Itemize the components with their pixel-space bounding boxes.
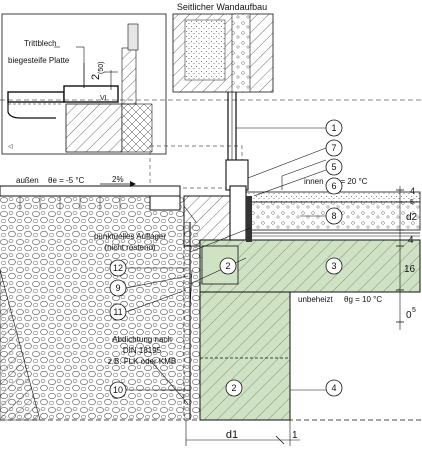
callout-8-label: 8 [331, 211, 336, 221]
unheated-label: unbeheizt [298, 295, 333, 304]
callout-11-label: 11 [113, 307, 122, 317]
inside-temp: θi = 20 °C [332, 177, 368, 186]
callout-7-label: 7 [331, 143, 336, 153]
dim-right-6: 5 [412, 307, 416, 314]
callout-7: 7 [325, 139, 343, 157]
dim-d1: d1 [226, 429, 238, 441]
door-frame [225, 92, 252, 242]
slope-label: 2% [112, 175, 124, 184]
dim-one: 1 [292, 430, 298, 441]
callout-12-label: 12 [113, 263, 123, 273]
callout-2-upper: 2 [219, 257, 237, 275]
inset-wall-title: Seitlicher Wandaufbau [177, 2, 267, 12]
callout-1-label: 1 [331, 123, 336, 133]
callout-11: 11 [109, 303, 127, 321]
callout-6-label: 6 [331, 181, 336, 191]
callout-2-lower-label: 2 [231, 383, 236, 393]
callout-10-label: 10 [113, 385, 123, 395]
dim-right-2: d2 [406, 212, 418, 223]
callout-5-label: 5 [331, 162, 336, 172]
callout-2-lower: 2 [225, 379, 243, 397]
label-trittblech: Trittblech [24, 39, 57, 48]
inset-dim-sup: (50) [98, 62, 105, 74]
support-label-line2: (nicht rostend) [104, 243, 155, 252]
callout-12: 12 [109, 259, 127, 277]
dim-right-5: 0 [406, 310, 412, 321]
inside-label: innen [304, 177, 324, 186]
callout-9-label: 9 [115, 283, 120, 293]
callout-1: 1 [325, 119, 343, 137]
callout-3-label: 3 [331, 261, 336, 271]
callout-3: 3 [325, 257, 343, 275]
dim-right-4: 16 [404, 264, 416, 275]
callout-9: 9 [109, 279, 127, 297]
inset-dim-marker: VI [100, 95, 107, 102]
callout-4: 4 [325, 379, 343, 397]
callout-4-label: 4 [331, 383, 336, 393]
seal-label-line2: DIN 18195 [123, 346, 162, 355]
callout-10: 10 [109, 381, 127, 399]
unheated-temp: θg = 10 °C [344, 295, 382, 304]
inset-section-marker: ◁ [8, 144, 13, 150]
dim-right-0: 4 [410, 186, 415, 196]
dim-right-1: 5 [410, 199, 414, 206]
outside-temp: θe = -5 °C [48, 176, 85, 185]
inset-wall-section [172, 13, 274, 93]
outside-label: außen [16, 176, 39, 185]
inset-dim-value: 2 [90, 74, 102, 80]
callout-6: 6 [325, 177, 343, 195]
callout-2-upper-label: 2 [225, 261, 230, 271]
gravel-subgrade [0, 196, 200, 420]
support-label-line1: punktuelles Auflager [94, 232, 166, 241]
dim-right-3: 4 [408, 235, 414, 246]
seal-label-line1: Abdichtung nach [112, 335, 172, 344]
label-biegesteife-platte: biegesteife Platte [8, 56, 70, 65]
seal-label-line3: z.B. FLK oder KMB [108, 357, 176, 366]
callout-5: 5 [325, 158, 343, 176]
inset-detail: ◁ [1, 13, 167, 155]
exterior-slab [0, 185, 181, 197]
drain-channel [149, 195, 181, 211]
callout-8: 8 [325, 207, 343, 225]
